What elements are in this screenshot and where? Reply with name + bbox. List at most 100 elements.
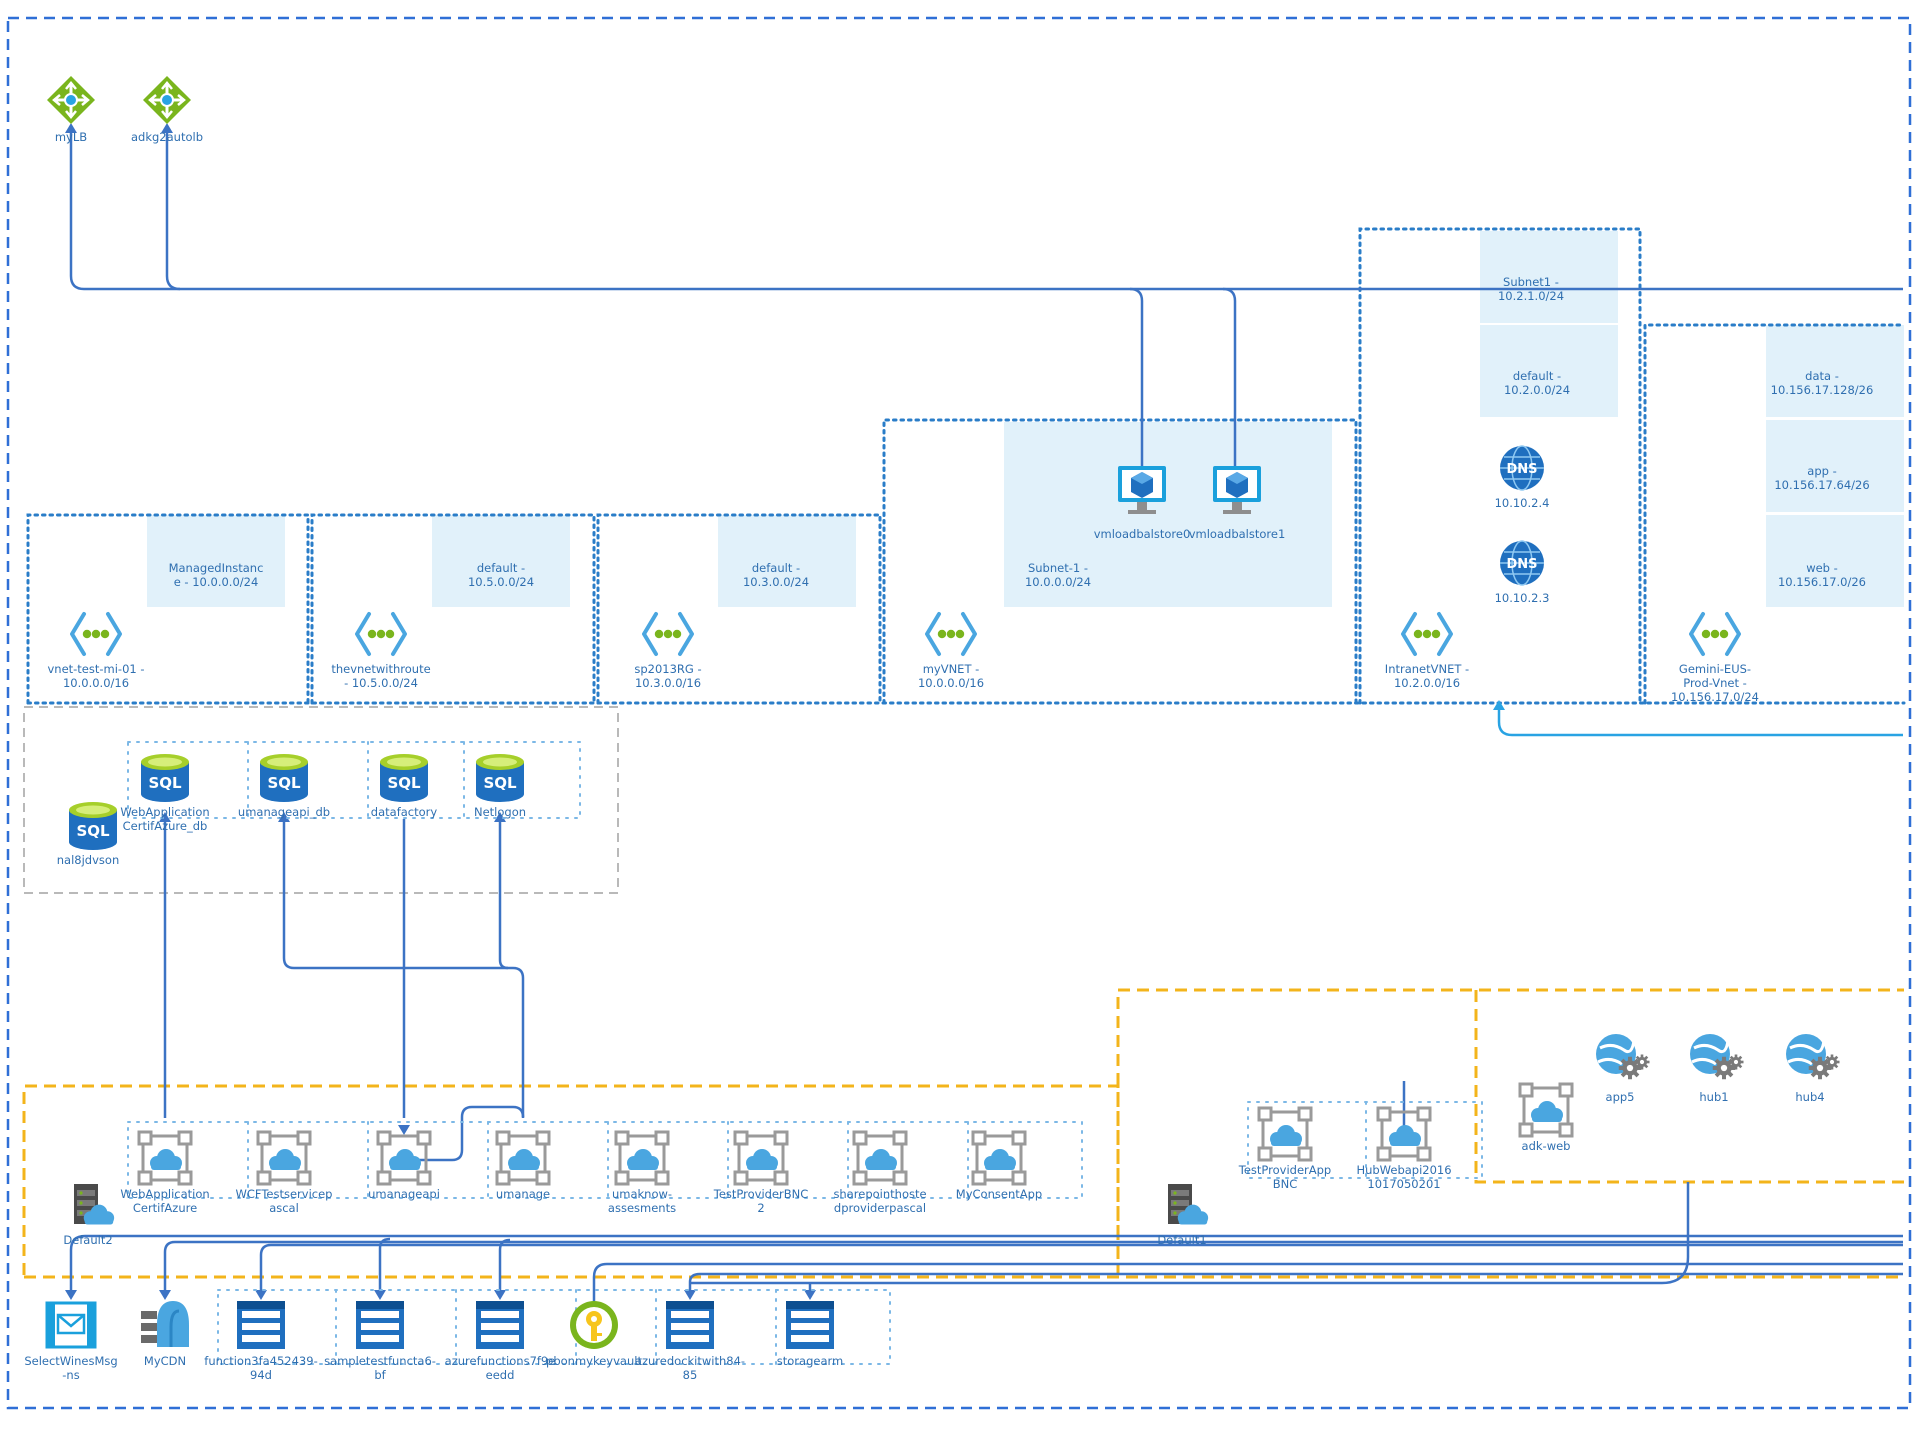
dns-glyph: DNS — [1506, 557, 1537, 572]
sql-server-label: nal8jdvson — [56, 853, 120, 867]
storage-account-icon — [476, 1301, 524, 1349]
vnet-icon — [355, 612, 407, 656]
subscription-frame — [6, 16, 1912, 1410]
cloud-icon — [1531, 1101, 1563, 1122]
app-service-environment-icon — [1690, 1034, 1744, 1080]
vnet-icon — [1401, 612, 1453, 656]
group-frames — [127, 741, 1483, 1365]
subnet-vnet5-1 — [1480, 231, 1618, 323]
vnet-icon — [1689, 612, 1741, 656]
vnet-label: Gemini-EUS-Prod-Vnet -10.156.17.0/24 — [1670, 662, 1760, 704]
subnet-vnet6-2 — [1766, 420, 1904, 512]
sql-database-icon: SQL — [476, 754, 524, 802]
vm-label: vmloadbalstore0 — [1093, 527, 1191, 541]
dns-label: 10.10.2.3 — [1494, 591, 1550, 605]
subnet-label: Subnet-1 -10.0.0.0/24 — [1024, 561, 1092, 589]
app-service-plan-icon — [74, 1184, 115, 1225]
subnet-vnet3 — [718, 515, 856, 607]
lb-label: myLB — [54, 130, 88, 144]
dns-glyph: DNS — [1506, 462, 1537, 477]
app-service-icon — [495, 1130, 551, 1186]
sql-glyph: SQL — [483, 774, 517, 792]
env-label: hub1 — [1699, 1090, 1729, 1104]
env-label: hub4 — [1795, 1090, 1825, 1104]
vnet-icon — [642, 612, 694, 656]
storage-account-icon — [666, 1301, 714, 1349]
cloud-icon — [1389, 1125, 1421, 1146]
app-service-icon — [971, 1130, 1027, 1186]
gear-icon — [1824, 1054, 1840, 1070]
load-balancer-icon — [47, 76, 95, 124]
app-plan-frames — [22, 988, 1904, 1279]
service-bus-icon — [45, 1301, 97, 1349]
lb-label: adkg2autolb — [131, 130, 203, 144]
subnet-label: Subnet1 -10.2.1.0/24 — [1497, 275, 1565, 303]
sql-db-label: umanageapi_db — [237, 805, 331, 819]
plan-label: Default1 — [1157, 1233, 1207, 1247]
cloud-icon — [746, 1149, 778, 1170]
vm-label: vmloadbalstore1 — [1188, 527, 1286, 541]
resource-label: sampletestfuncta6-bf — [324, 1354, 436, 1382]
subnet-label: default -10.5.0.0/24 — [467, 561, 535, 589]
vnet-label: sp2013RG -10.3.0.0/16 — [634, 662, 702, 690]
vnet-label: thevnetwithroute- 10.5.0.0/24 — [331, 662, 431, 690]
app-service-icon — [733, 1130, 789, 1186]
app-service-icon — [852, 1130, 908, 1186]
plan-label: Default2 — [63, 1233, 113, 1247]
vnet-frames — [26, 227, 1906, 705]
app-service-environment-icon — [1596, 1034, 1650, 1080]
connections — [69, 130, 1903, 1307]
subnet-label: default -10.3.0.0/24 — [742, 561, 810, 589]
subnet-vnet4 — [1004, 422, 1332, 607]
subnet-fills — [147, 231, 1904, 607]
vnet-label: myVNET -10.0.0.0/16 — [917, 662, 985, 690]
vnet-icon — [70, 612, 122, 656]
env-label: app5 — [1605, 1090, 1635, 1104]
storage-account-icon — [237, 1301, 285, 1349]
cloud-icon — [508, 1149, 540, 1170]
arrow-head-intranet — [1493, 700, 1505, 710]
subnet-vnet1 — [147, 515, 285, 607]
sql-glyph: SQL — [148, 774, 182, 792]
sql-database-icon: SQL — [380, 754, 428, 802]
cloud-icon — [83, 1204, 115, 1225]
cdn-icon — [141, 1301, 189, 1347]
app-service-icon — [376, 1130, 432, 1186]
cloud-icon — [269, 1149, 301, 1170]
sql-database-icon: SQL — [69, 802, 117, 850]
resource-label: pbonmykeyvault — [546, 1354, 642, 1368]
app-label: adk-web — [1521, 1139, 1571, 1153]
dns-label: 10.10.2.4 — [1494, 496, 1550, 510]
app-label: MyConsentApp — [955, 1187, 1043, 1201]
app-service-icon — [1376, 1106, 1432, 1162]
cloud-icon — [627, 1149, 659, 1170]
subnet-label: default -10.2.0.0/24 — [1503, 369, 1571, 397]
subnet-label: app -10.156.17.64/26 — [1774, 464, 1870, 492]
app-service-plan-icon — [1168, 1184, 1209, 1225]
app-label: umanageapi — [368, 1187, 440, 1201]
gear-icon — [1808, 1056, 1832, 1080]
app-service-icon — [1257, 1106, 1313, 1162]
gear-icon — [1634, 1054, 1650, 1070]
sql-database-icon: SQL — [141, 754, 189, 802]
subnet-vnet6-3 — [1766, 515, 1904, 607]
sql-db-label: datafactory — [370, 805, 438, 819]
sql-glyph: SQL — [387, 774, 421, 792]
sql-glyph: SQL — [267, 774, 301, 792]
app-service-icon — [256, 1130, 312, 1186]
cloud-icon — [389, 1149, 421, 1170]
sql-database-icon: SQL — [260, 754, 308, 802]
storage-account-icon — [786, 1301, 834, 1349]
resource-label: storagearm — [776, 1354, 844, 1368]
subnet-label: web -10.156.17.0/26 — [1777, 561, 1867, 589]
resource-label: function3fa452439-94d — [204, 1354, 318, 1382]
